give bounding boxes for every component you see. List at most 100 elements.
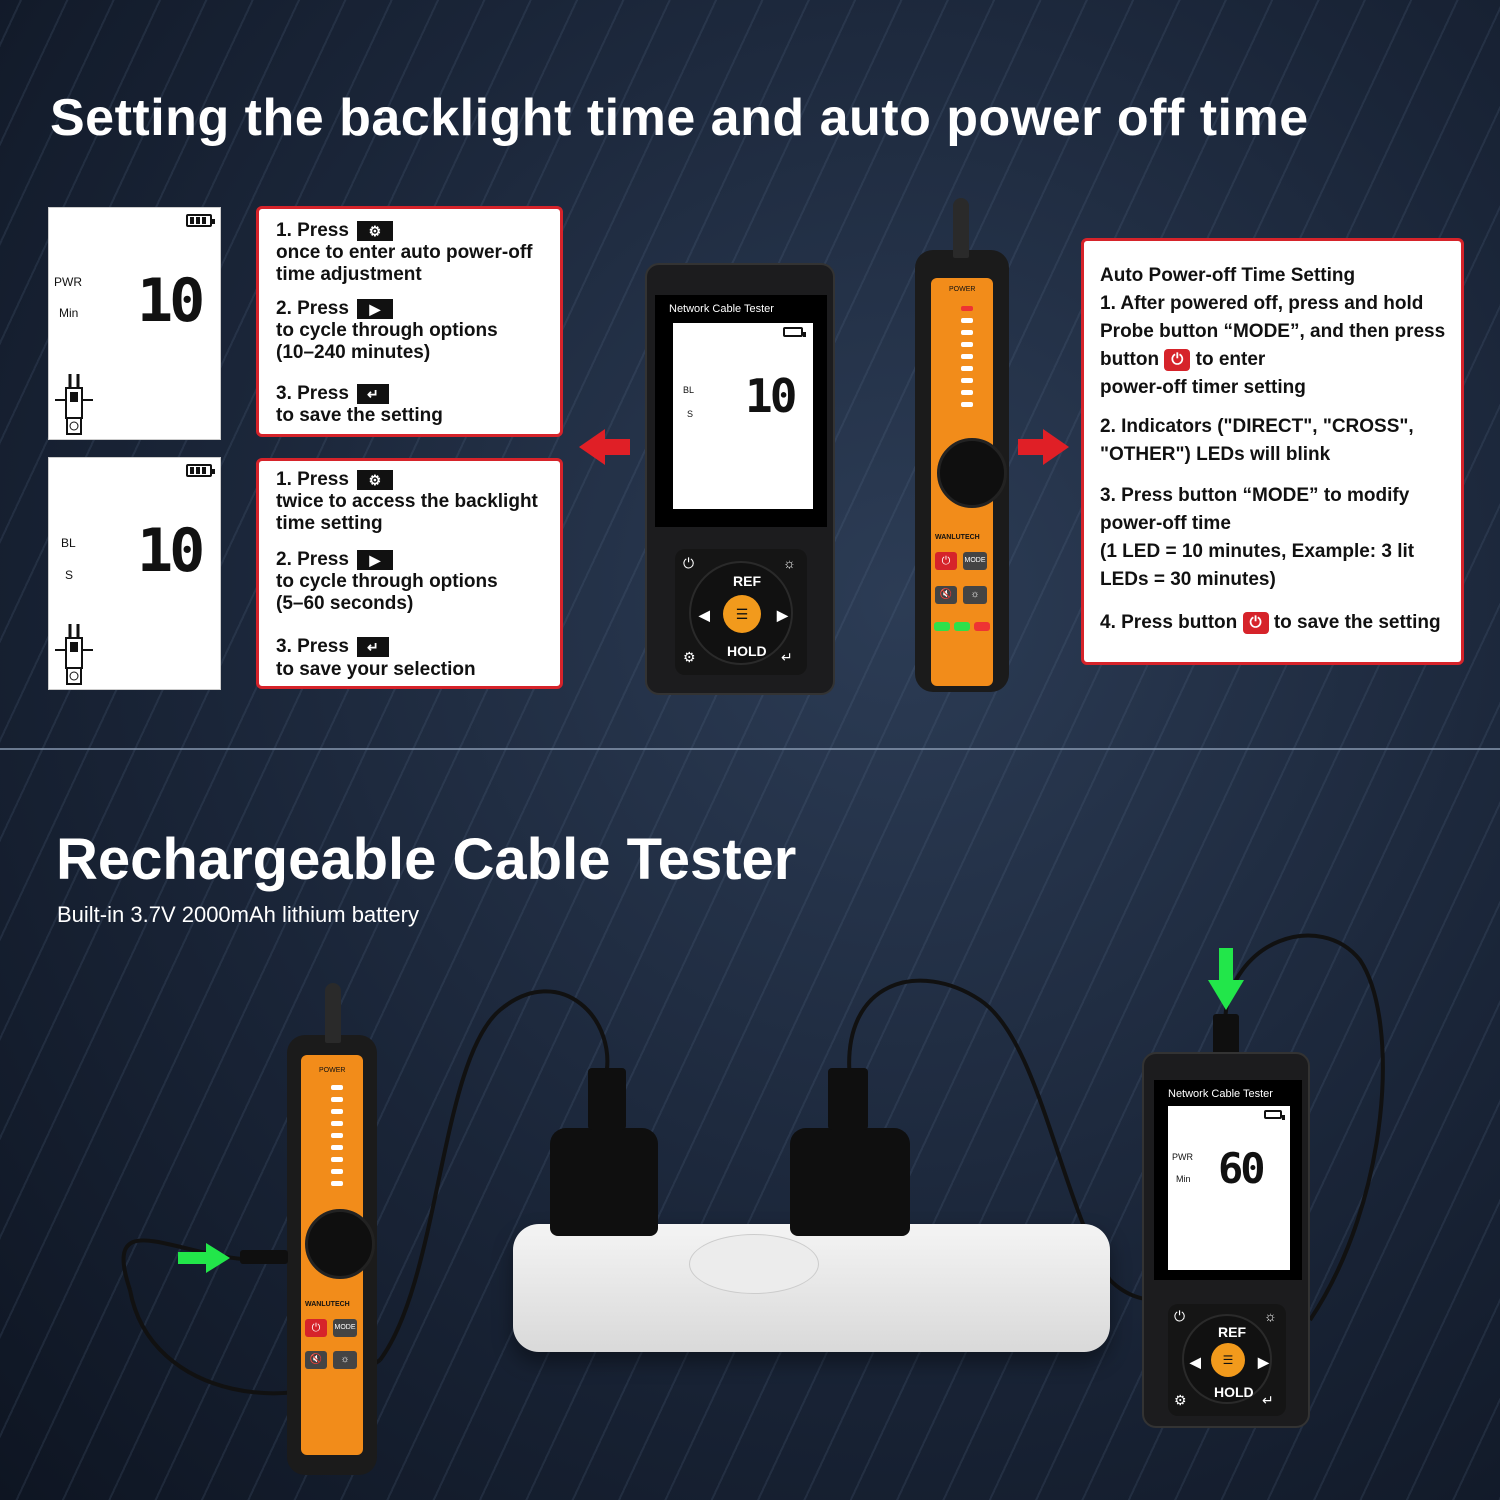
probe-tip <box>325 983 341 1043</box>
power-icon[interactable]: ⏻ <box>935 552 957 570</box>
box-text: Probe button <box>1100 321 1219 342</box>
instruction-box-power: 1. Press ⚙ once to enter auto power-off t… <box>256 206 563 437</box>
hold-label: HOLD <box>1214 1384 1254 1400</box>
box-title: Auto Power-off Time Setting <box>1100 265 1356 286</box>
probe-tip <box>953 198 969 258</box>
mode-keyword: “MODE” <box>1242 485 1319 506</box>
tester-lcd: PWR Min 60 <box>1168 1106 1290 1270</box>
box-text: LEDs = 30 minutes) <box>1100 569 1276 590</box>
menu-icon[interactable]: ☰ <box>723 595 761 633</box>
socket <box>689 1234 819 1294</box>
lcd-preview-power: PWR Min 10 <box>48 207 221 440</box>
step-text: 3. Press <box>276 383 349 404</box>
brand-label: WANLUTECH <box>305 1301 350 1308</box>
enter-icon: ↵ <box>356 636 389 657</box>
step-text: to cycle through options <box>276 320 498 341</box>
right-arrow-icon[interactable]: ▶ <box>777 607 788 623</box>
left-arrow-icon[interactable]: ◀ <box>699 607 710 623</box>
led-6 <box>961 366 973 371</box>
enter-icon[interactable]: ↵ <box>781 649 793 665</box>
usb-c-connector <box>1213 1014 1239 1056</box>
battery-icon <box>1264 1110 1285 1120</box>
enter-icon[interactable]: ↵ <box>1262 1392 1274 1408</box>
charger-plug-right <box>790 1128 910 1236</box>
indicator-led <box>934 622 950 631</box>
right-arrow-icon[interactable]: ▶ <box>1258 1354 1269 1370</box>
left-arrow-icon[interactable]: ◀ <box>1190 1354 1201 1370</box>
probe-power-label: POWER <box>319 1067 346 1074</box>
box-text: "OTHER") LEDs will blink <box>1100 444 1331 465</box>
step-text: 2. Press <box>276 549 349 570</box>
charging-arrow-icon <box>1208 948 1244 1010</box>
direction-pad[interactable]: REF HOLD ◀ ▶ ☰ <box>689 561 793 665</box>
lcd-label: PWR <box>1172 1152 1193 1162</box>
box-text: to enter <box>1195 349 1266 371</box>
screen-title: Network Cable Tester <box>1168 1088 1273 1100</box>
tester-screen: Network Cable Tester PWR Min 60 <box>1154 1080 1302 1280</box>
gear-icon: ⚙ <box>356 469 393 490</box>
power-icon[interactable]: ⏻ <box>683 555 695 571</box>
led-2 <box>331 1097 343 1102</box>
backlight-icon[interactable]: ☼ <box>1264 1308 1277 1324</box>
battery-icon <box>783 327 806 337</box>
lcd-label: Min <box>59 306 79 320</box>
step-text: to save your selection <box>276 659 476 680</box>
gear-icon[interactable]: ⚙ <box>1174 1392 1187 1408</box>
probe-power-label: POWER <box>949 286 976 293</box>
instruction-box-auto-power-off: Auto Power-off Time Setting 1. After pow… <box>1081 238 1464 665</box>
charging-cables <box>121 933 1385 1396</box>
lcd-value: 10 <box>745 369 797 423</box>
mute-icon[interactable]: 🔇 <box>935 586 957 604</box>
box-text: 3. Press button <box>1100 485 1238 506</box>
lcd-preview-backlight: BL S 10 <box>48 457 221 690</box>
mode-button[interactable]: MODE <box>333 1319 357 1337</box>
main-tester-top: Network Cable Tester BL S 10 ⏻ ☼ ⚙ ↵ REF… <box>645 263 835 695</box>
probe-knob[interactable] <box>937 438 1007 508</box>
brand-label: WANLUTECH <box>935 534 980 541</box>
probe-knob[interactable] <box>305 1209 375 1279</box>
step-text: to cycle through options <box>276 571 498 592</box>
box-text: , and then press <box>1299 321 1446 342</box>
play-icon: ▶ <box>356 549 393 570</box>
lcd-value: 10 <box>137 266 205 336</box>
box-text: button <box>1100 349 1160 371</box>
step-text: (5–60 seconds) <box>276 593 414 614</box>
led-3 <box>961 330 973 335</box>
box-text: power-off timer setting <box>1100 377 1306 398</box>
mode-button[interactable]: MODE <box>963 552 987 570</box>
power-icon[interactable]: ⏻ <box>305 1319 327 1337</box>
play-icon: ▶ <box>356 298 393 319</box>
led-7 <box>961 378 973 383</box>
direction-pad[interactable]: REF HOLD ◀ ▶ ☰ <box>1182 1314 1272 1404</box>
step-text: once to enter auto power-off <box>276 242 533 263</box>
step-text: time setting <box>276 513 383 534</box>
probe-body: POWER WANLUTECH ⏻ MODE 🔇 ☼ <box>301 1055 375 1455</box>
step-text: to save the setting <box>276 405 443 426</box>
tester-lcd: BL S 10 <box>673 323 813 509</box>
light-icon[interactable]: ☼ <box>333 1351 357 1369</box>
gear-icon: ⚙ <box>356 220 393 241</box>
led-9 <box>331 1181 343 1186</box>
led-6 <box>331 1145 343 1150</box>
arrow-left-head <box>579 429 605 465</box>
arrow-right <box>1018 439 1044 455</box>
step-text: 2. Press <box>276 298 349 319</box>
gear-icon[interactable]: ⚙ <box>683 649 696 665</box>
tester-screen: Network Cable Tester BL S 10 <box>655 295 827 527</box>
led-1 <box>961 306 973 311</box>
instruction-box-backlight: 1. Press⚙ twice to access the backlight … <box>256 458 563 689</box>
power-icon[interactable]: ⏻ <box>1174 1308 1186 1324</box>
light-icon[interactable]: ☼ <box>963 586 987 604</box>
usb-c-connector <box>240 1250 288 1264</box>
mute-icon[interactable]: 🔇 <box>305 1351 327 1369</box>
backlight-icon[interactable]: ☼ <box>783 555 796 571</box>
step-text: 1. Press <box>276 469 349 490</box>
mode-keyword: “MODE” <box>1223 321 1300 342</box>
led-9 <box>961 402 973 407</box>
lcd-value: 10 <box>137 516 205 586</box>
led-5 <box>961 354 973 359</box>
menu-icon[interactable]: ☰ <box>1211 1343 1245 1377</box>
step-text: (10–240 minutes) <box>276 342 431 363</box>
led-2 <box>961 318 973 323</box>
step-text: 1. Press <box>276 220 349 241</box>
